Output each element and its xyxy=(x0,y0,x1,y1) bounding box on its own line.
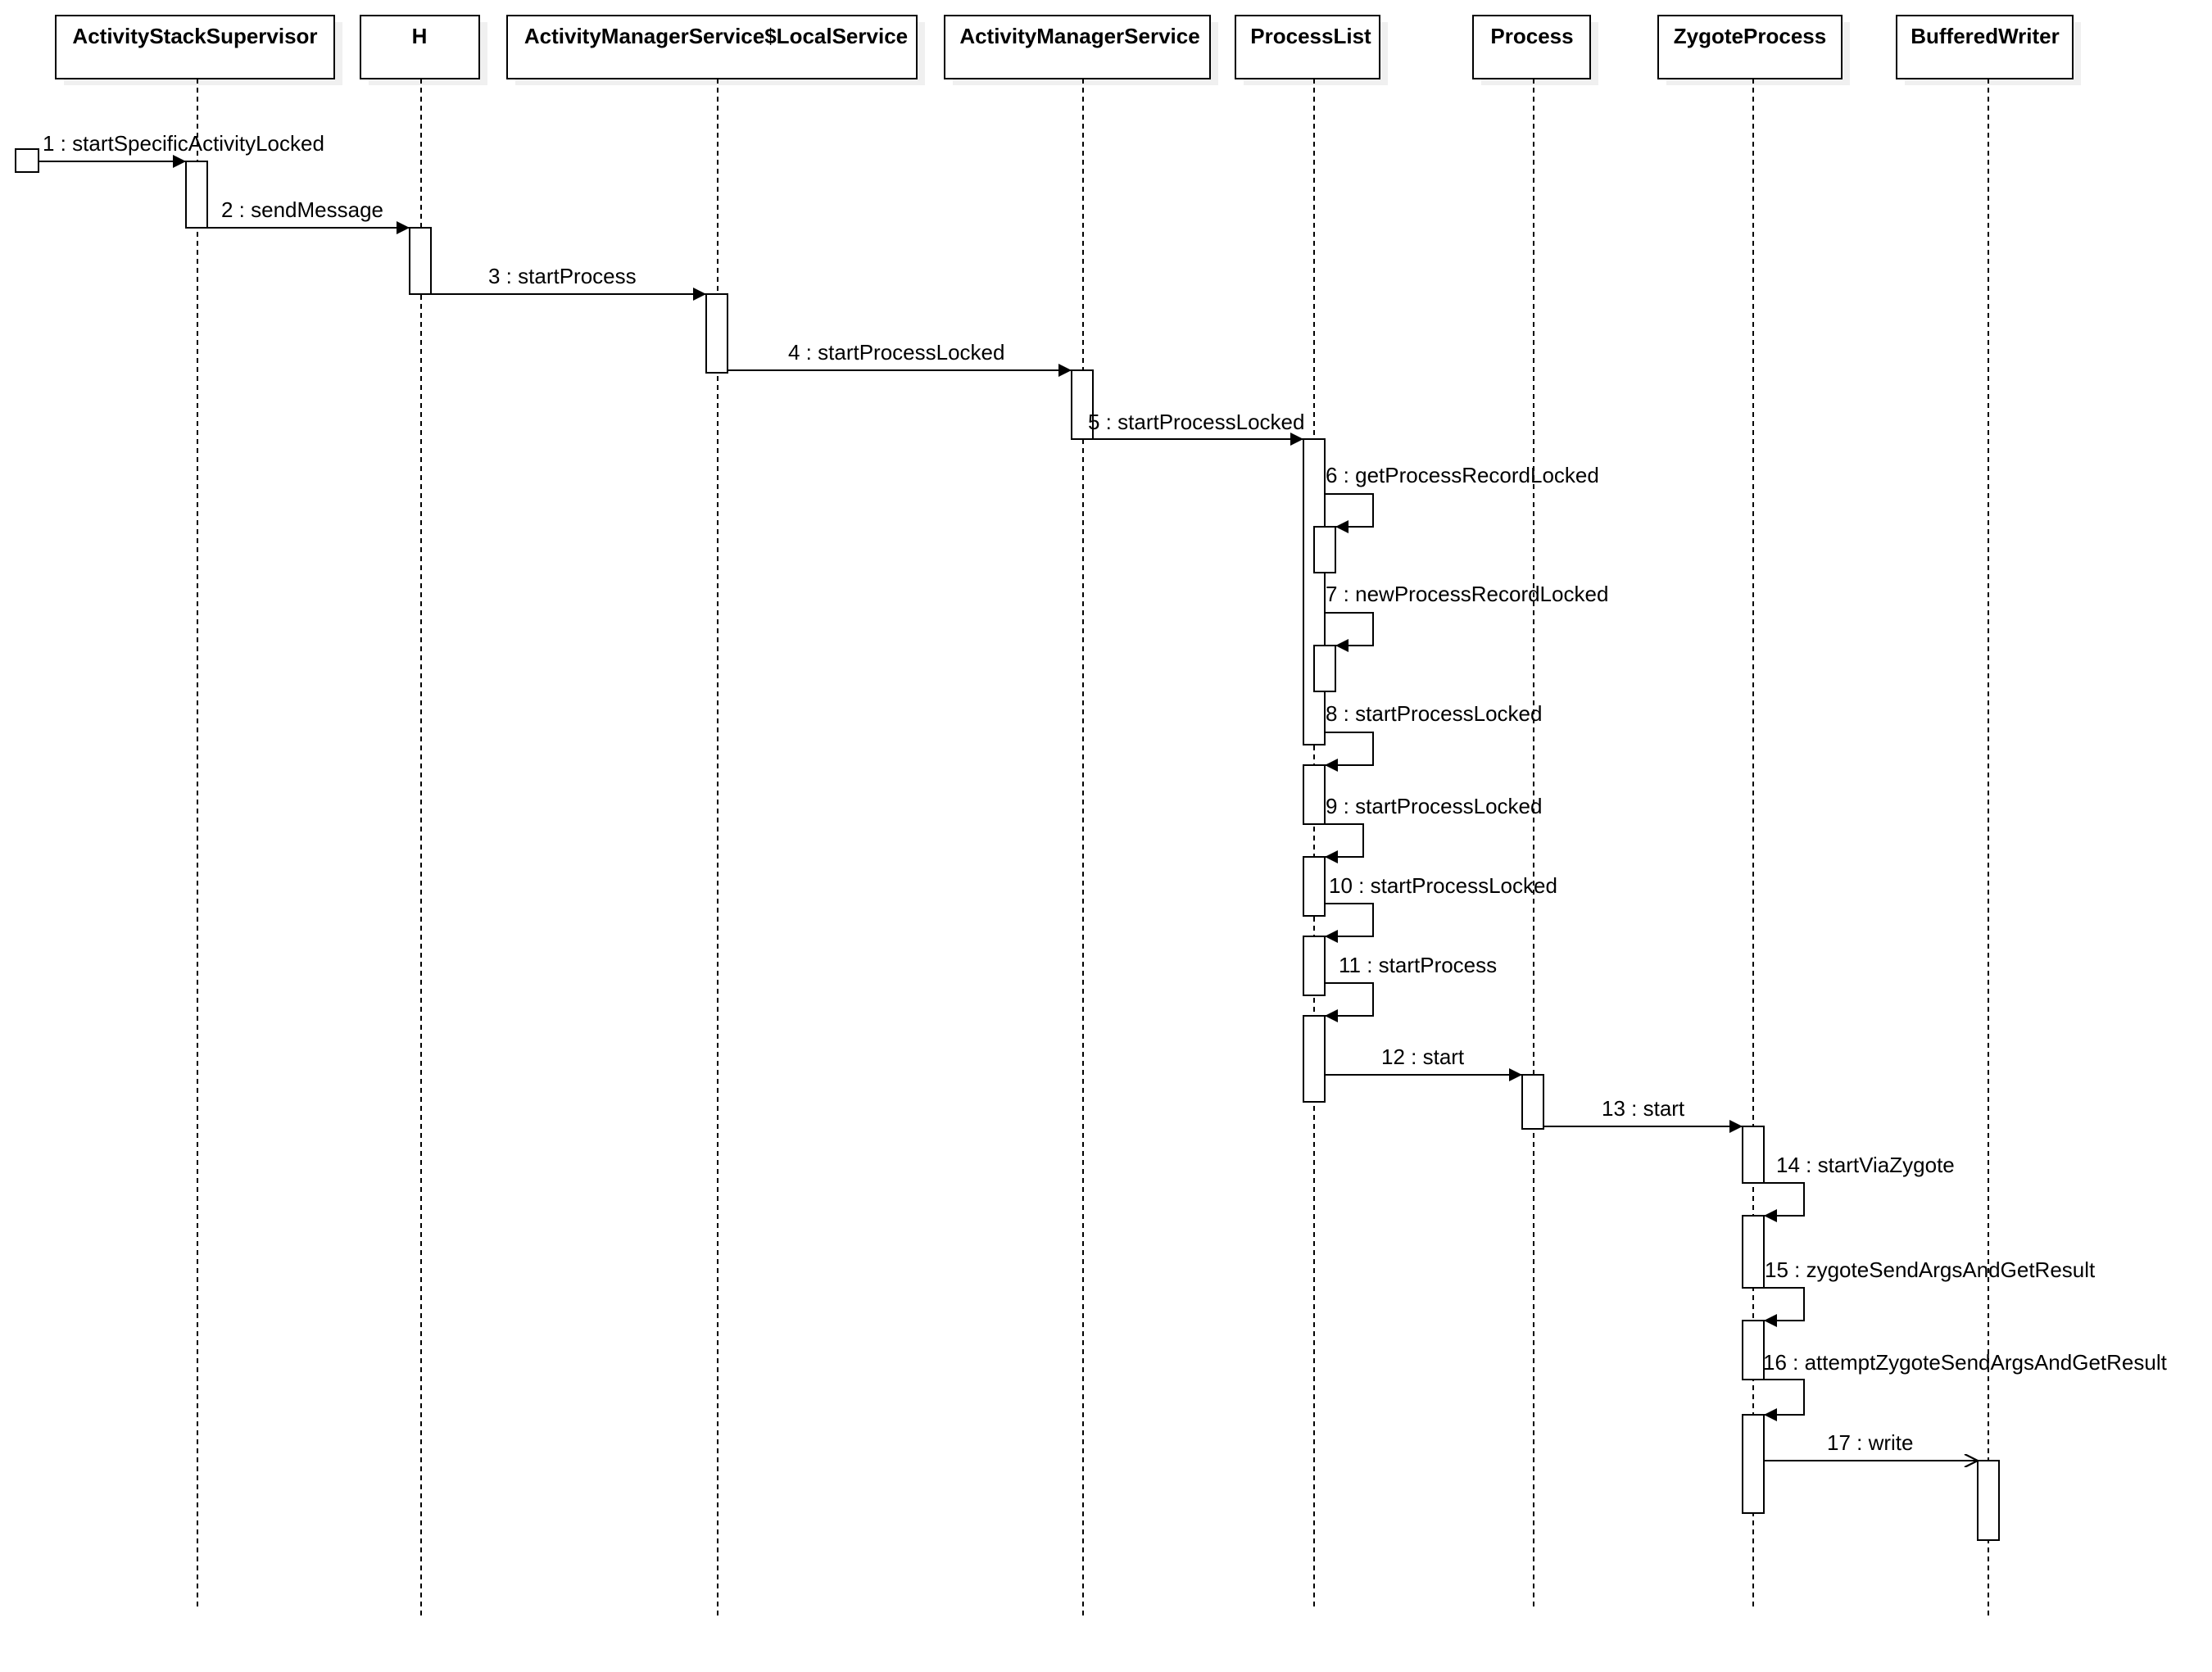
message-arrow xyxy=(1325,982,1374,1022)
lifeline-title: BufferedWriter xyxy=(1911,24,2060,48)
message-label: 14 : startViaZygote xyxy=(1776,1153,1955,1177)
message-label: 12 : start xyxy=(1381,1044,1465,1069)
message-label: 15 : zygoteSendArgsAndGetResult xyxy=(1765,1257,2096,1282)
message-9: 9 : startProcessLocked xyxy=(1325,794,1542,863)
message-arrow xyxy=(1325,903,1374,943)
lifeline-ams: ActivityManagerService xyxy=(944,15,1218,1618)
activation-bar xyxy=(1303,1015,1326,1103)
message-13: 13 : start xyxy=(1543,1096,1743,1133)
activation-bar xyxy=(1742,1320,1765,1380)
activation-bar xyxy=(1742,1215,1765,1289)
message-label: 3 : startProcess xyxy=(488,264,637,288)
activation-bar xyxy=(1303,936,1326,996)
message-16: 16 : attemptZygoteSendArgsAndGetResult xyxy=(1763,1350,2168,1421)
lifeline-title: ActivityManagerService xyxy=(959,24,1199,48)
message-label: 17 : write xyxy=(1827,1430,1914,1455)
activation-bar xyxy=(185,161,208,229)
activation-bar xyxy=(1313,645,1336,692)
lifeline-title: ActivityManagerService$LocalService xyxy=(524,24,908,48)
message-label: 11 : startProcess xyxy=(1339,953,1497,977)
activation-bar xyxy=(1303,856,1326,917)
message-17: 17 : write xyxy=(1764,1430,1978,1461)
message-7: 7 : newProcessRecordLocked xyxy=(1325,582,1608,652)
lifeline-header[interactable] xyxy=(944,15,1211,79)
message-2: 2 : sendMessage xyxy=(207,197,410,234)
activation-bar xyxy=(1742,1414,1765,1514)
lifeline-title: H xyxy=(412,24,428,48)
lifeline-header[interactable] xyxy=(55,15,335,79)
lifeline-title: ActivityStackSupervisor xyxy=(72,24,317,48)
lifeline-pl: ProcessList xyxy=(1235,15,1388,1608)
activation-bar xyxy=(1303,438,1326,745)
lifeline-header[interactable] xyxy=(506,15,918,79)
activation-bar xyxy=(1313,526,1336,573)
lifeline-h: H xyxy=(360,15,487,1618)
message-label: 10 : startProcessLocked xyxy=(1329,873,1557,898)
lifeline-proc: Process xyxy=(1472,15,1598,1608)
message-12: 12 : start xyxy=(1325,1044,1522,1081)
message-label: 13 : start xyxy=(1602,1096,1685,1121)
lifeline-header[interactable] xyxy=(360,15,480,79)
message-10: 10 : startProcessLocked xyxy=(1325,873,1557,943)
lifeline-bw: BufferedWriter xyxy=(1896,15,2081,1618)
message-label: 1 : startSpecificActivityLocked xyxy=(43,131,324,156)
lifeline-amsls: ActivityManagerService$LocalService xyxy=(506,15,925,1618)
message-arrow xyxy=(1764,1379,1805,1421)
message-label: 6 : getProcessRecordLocked xyxy=(1326,463,1599,487)
lifeline-ass: ActivityStackSupervisor xyxy=(55,15,342,1608)
message-arrow xyxy=(1764,1287,1805,1327)
activation-bar xyxy=(409,227,432,295)
message-8: 8 : startProcessLocked xyxy=(1325,701,1542,772)
lifeline-zp: ZygoteProcess xyxy=(1657,15,1850,1608)
message-arrow xyxy=(1325,823,1364,863)
message-1: 1 : startSpecificActivityLocked xyxy=(39,131,324,168)
lifeline-header[interactable] xyxy=(1896,15,2074,79)
message-label: 16 : attemptZygoteSendArgsAndGetResult xyxy=(1763,1350,2168,1375)
message-15: 15 : zygoteSendArgsAndGetResult xyxy=(1764,1257,2096,1327)
activation-bar xyxy=(1521,1074,1544,1130)
message-label: 4 : startProcessLocked xyxy=(788,340,1004,365)
lifeline-header[interactable] xyxy=(1657,15,1843,79)
activation-bar xyxy=(1071,369,1094,440)
message-arrow xyxy=(1325,732,1374,772)
activation-bar xyxy=(705,293,728,374)
message-label: 5 : startProcessLocked xyxy=(1088,410,1304,434)
message-6: 6 : getProcessRecordLocked xyxy=(1325,463,1599,533)
lifeline-header[interactable] xyxy=(1235,15,1380,79)
lifeline-header[interactable] xyxy=(1472,15,1591,79)
message-label: 9 : startProcessLocked xyxy=(1326,794,1542,818)
message-label: 7 : newProcessRecordLocked xyxy=(1326,582,1608,606)
message-11: 11 : startProcess xyxy=(1325,953,1497,1022)
message-label: 2 : sendMessage xyxy=(221,197,383,222)
message-4: 4 : startProcessLocked xyxy=(728,340,1072,377)
message-3: 3 : startProcess xyxy=(431,264,706,301)
activation-bars xyxy=(185,161,2000,1541)
lifeline-title: ProcessList xyxy=(1250,24,1371,48)
lifeline-title: Process xyxy=(1490,24,1573,48)
message-arrow xyxy=(1764,1182,1805,1222)
message-5: 5 : startProcessLocked xyxy=(1072,410,1304,446)
message-arrow xyxy=(1325,493,1374,533)
external-start-box xyxy=(15,148,39,173)
lifeline-title: ZygoteProcess xyxy=(1674,24,1826,48)
activation-bar xyxy=(1303,764,1326,825)
activation-bar xyxy=(1742,1126,1765,1184)
activation-bar xyxy=(1977,1460,2000,1541)
message-arrow xyxy=(1325,612,1374,652)
message-14: 14 : startViaZygote xyxy=(1764,1153,1955,1222)
message-label: 8 : startProcessLocked xyxy=(1326,701,1542,726)
